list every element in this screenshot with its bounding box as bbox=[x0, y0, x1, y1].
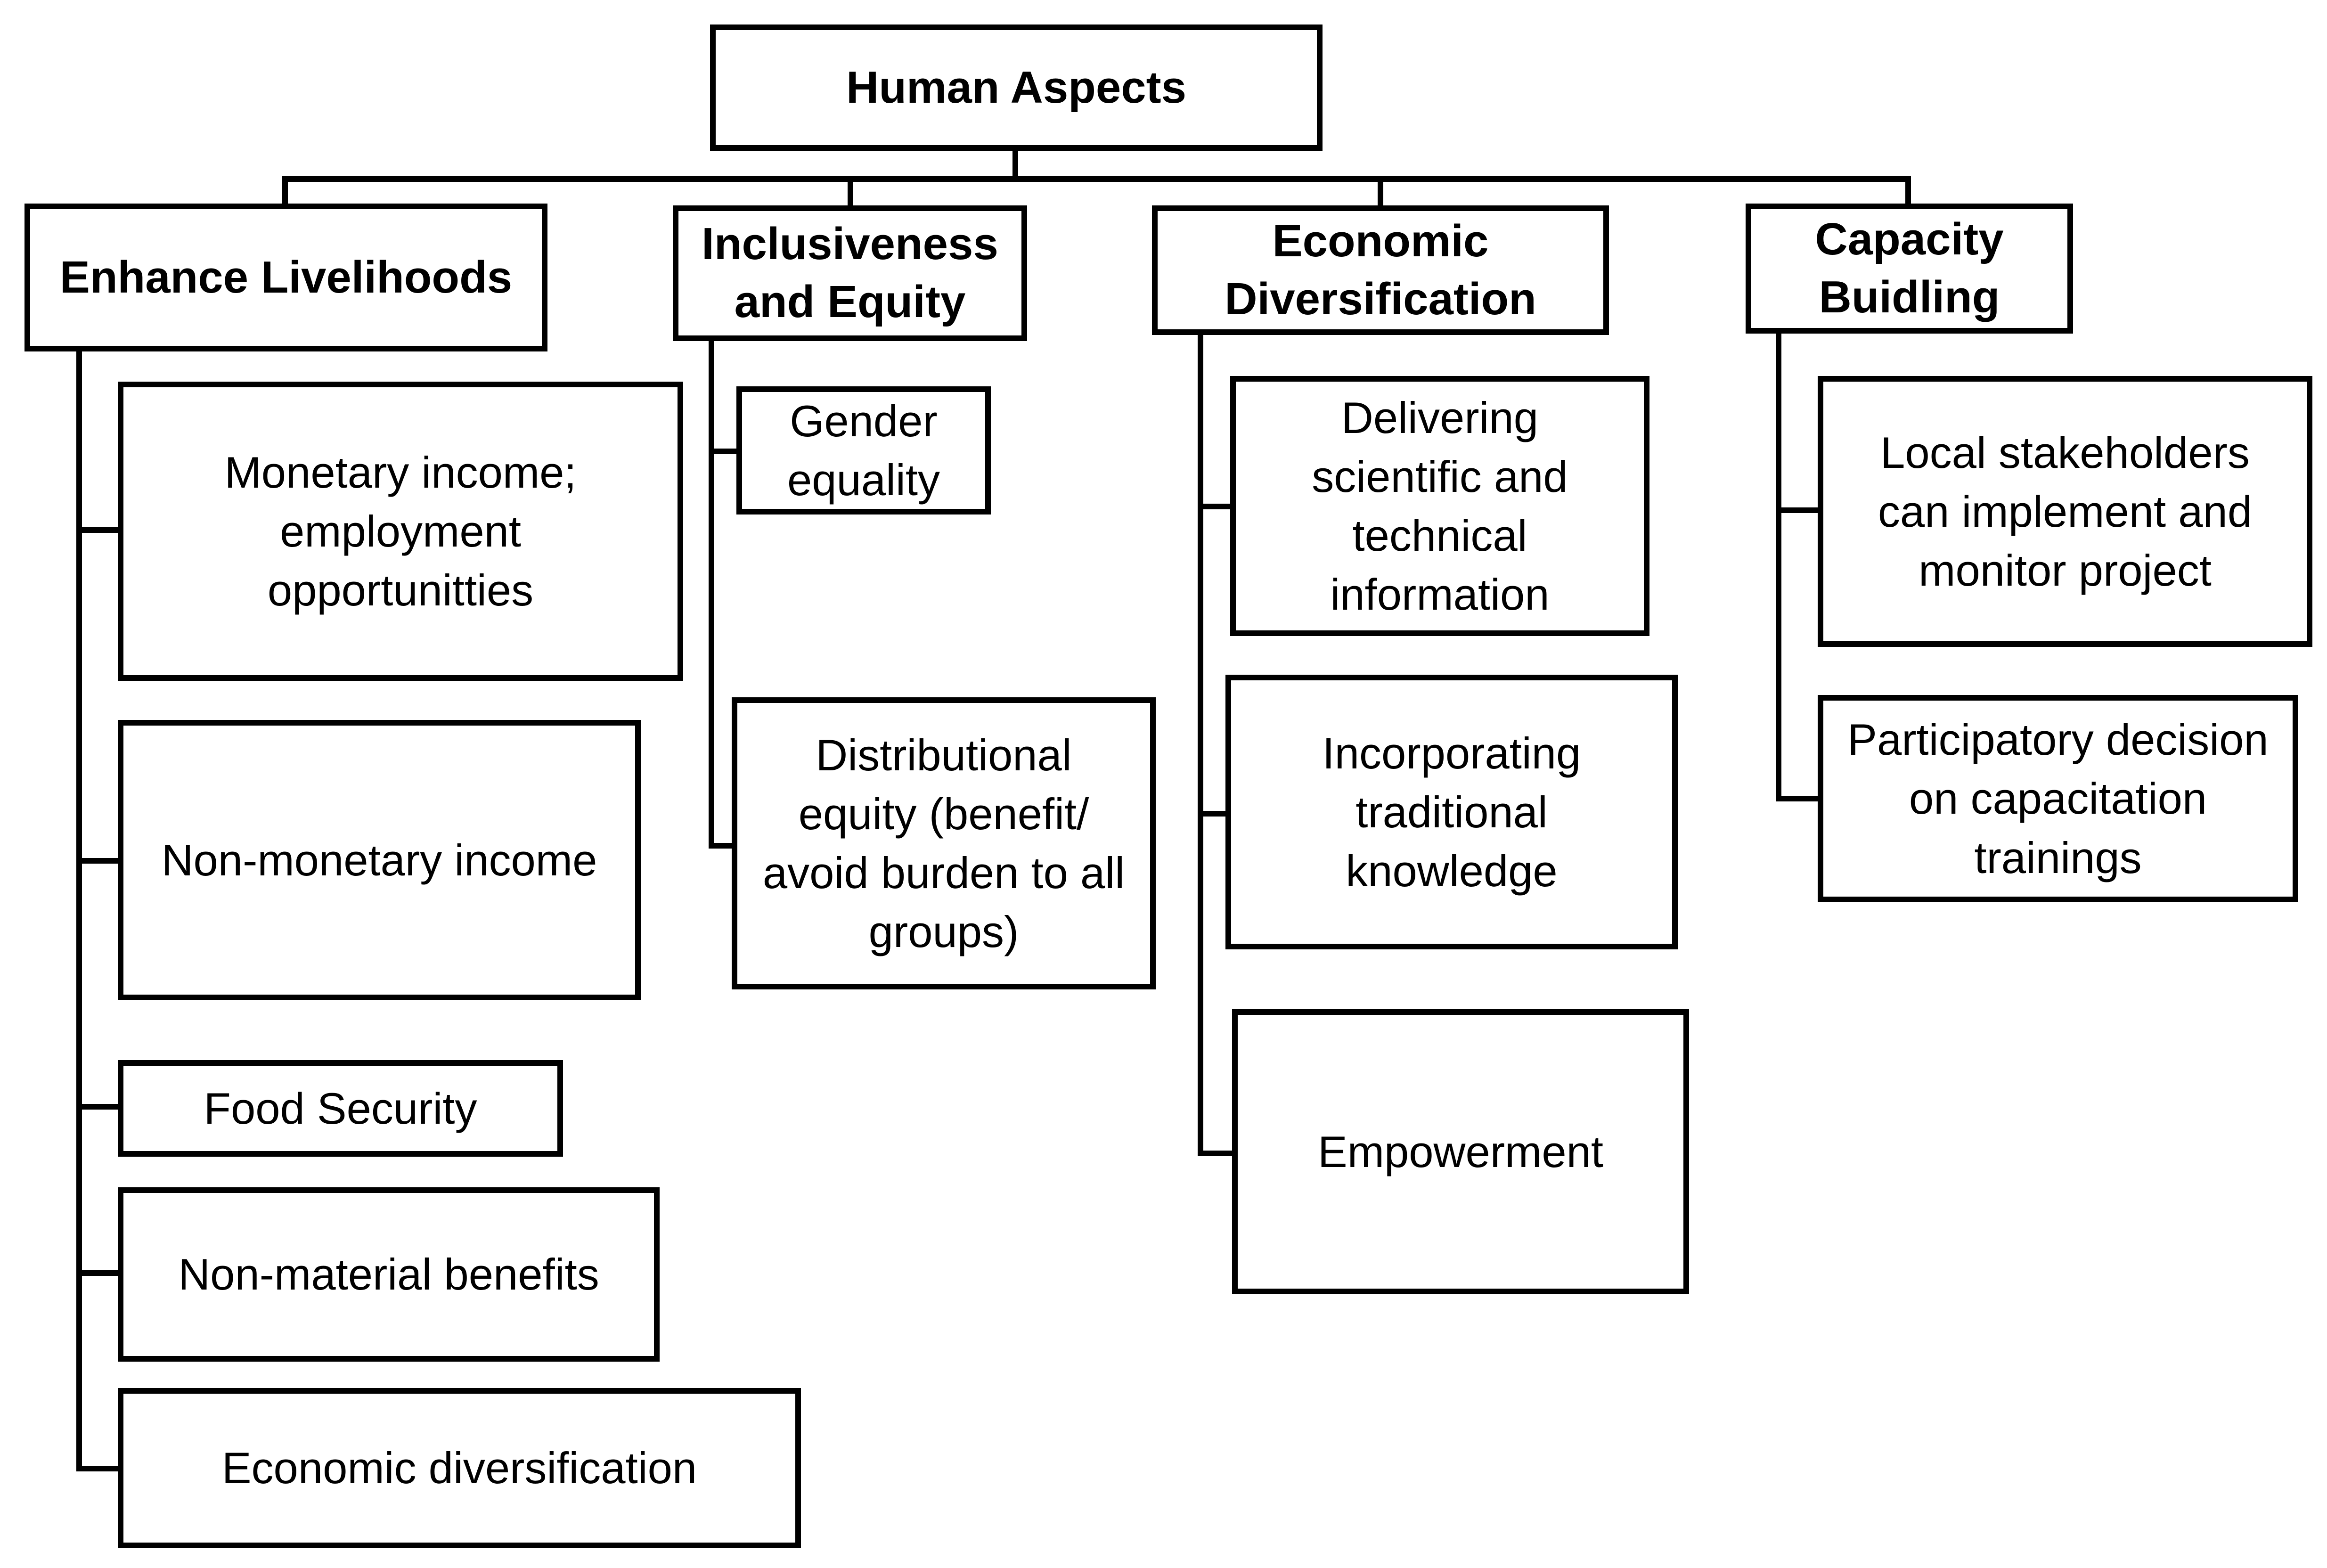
item-local-stakeholders: Local stakeholders can implement and mon… bbox=[1818, 376, 2312, 647]
item-distributional-equity: Distributional equity (benefit/ avoid bu… bbox=[732, 697, 1156, 989]
item-label: Food Security bbox=[204, 1083, 477, 1133]
branch-header-economic-diversification: Economic Diversification bbox=[1152, 205, 1609, 335]
item-food-security: Food Security bbox=[118, 1060, 563, 1157]
item-label: Participatory decision on capacitation t… bbox=[1847, 715, 2269, 882]
item-scientific-information: Delivering scientific and technical info… bbox=[1230, 376, 1649, 636]
branch-header-capacity-building: Capacity Buidling bbox=[1746, 204, 2073, 334]
item-label: Delivering scientific and technical info… bbox=[1312, 392, 1568, 620]
branch-header-enhance-livelihoods: Enhance Livelihoods bbox=[24, 204, 547, 351]
branch-header-label: Enhance Livelihoods bbox=[59, 252, 513, 302]
item-participatory-decision: Participatory decision on capacitation t… bbox=[1818, 695, 2298, 902]
root-label: Human Aspects bbox=[846, 62, 1186, 113]
branch-header-label: Inclusiveness and Equity bbox=[702, 219, 998, 327]
item-label: Gender equality bbox=[787, 396, 940, 505]
item-label: Empowerment bbox=[1318, 1127, 1603, 1176]
item-non-monetary-income: Non-monetary income bbox=[118, 720, 641, 1000]
item-label: Monetary income; employment opportunitti… bbox=[224, 447, 577, 615]
item-empowerment: Empowerment bbox=[1232, 1009, 1689, 1294]
item-label: Economic diversification bbox=[221, 1443, 697, 1493]
item-monetary-income: Monetary income; employment opportunitti… bbox=[118, 382, 683, 681]
item-label: Local stakeholders can implement and mon… bbox=[1878, 427, 2253, 595]
root-node: Human Aspects bbox=[710, 24, 1323, 151]
item-non-material-benefits: Non-material benefits bbox=[118, 1187, 660, 1362]
branch-header-inclusiveness-equity: Inclusiveness and Equity bbox=[673, 205, 1027, 341]
branch-header-label: Economic Diversification bbox=[1225, 215, 1536, 324]
item-traditional-knowledge: Incorporating traditional knowledge bbox=[1225, 675, 1678, 949]
item-economic-diversification: Economic diversification bbox=[118, 1388, 801, 1548]
item-label: Non-monetary income bbox=[161, 835, 597, 885]
item-label: Non-material benefits bbox=[178, 1250, 599, 1299]
item-gender-equality: Gender equality bbox=[736, 386, 991, 514]
item-label: Incorporating traditional knowledge bbox=[1322, 728, 1581, 896]
item-label: Distributional equity (benefit/ avoid bu… bbox=[762, 730, 1125, 957]
branch-header-label: Capacity Buidling bbox=[1815, 214, 2004, 322]
